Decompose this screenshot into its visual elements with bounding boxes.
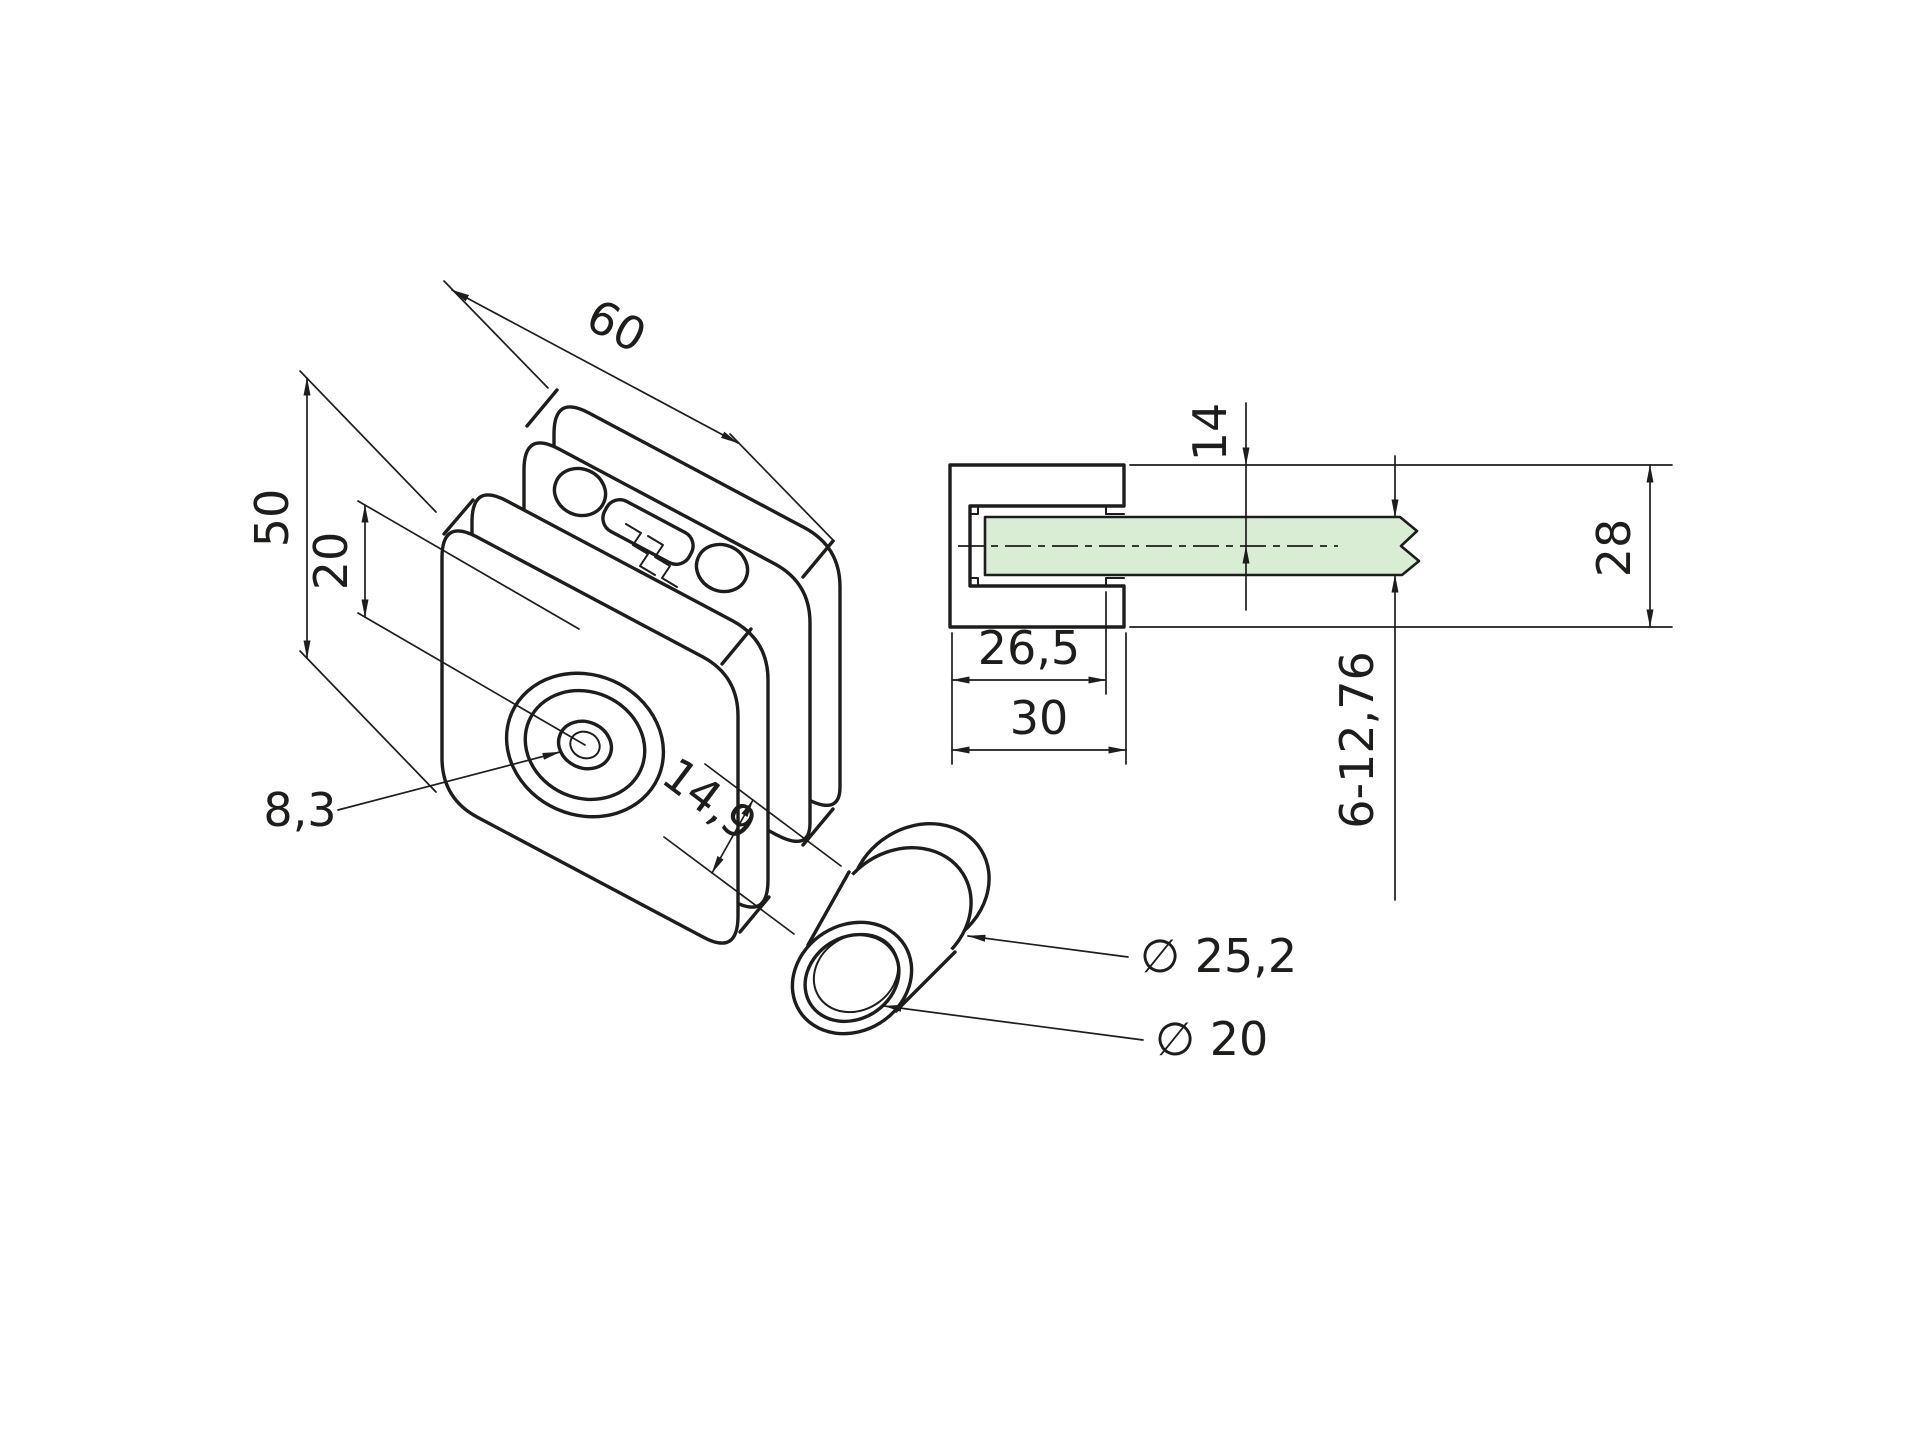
clamp-body-profile (948, 463, 1126, 629)
gasket-step (969, 505, 979, 515)
cylinder-silhouette (806, 870, 851, 947)
cylinder-silhouette (894, 950, 957, 1013)
mount-hole-lower (694, 542, 750, 594)
extension-line (729, 433, 835, 542)
extension-line (299, 650, 437, 793)
dim-height-label: 50 (245, 489, 299, 548)
leader-line-outer-diameter (967, 934, 1129, 958)
edge-line (525, 388, 559, 428)
edge-line (738, 895, 771, 934)
edge-line (442, 498, 475, 536)
bushing-detail-view (790, 822, 991, 1036)
leader-line-bore-diameter (883, 1004, 1144, 1041)
serration-teeth (625, 523, 656, 576)
edge-line (801, 807, 835, 847)
dimension-line-bushing-length (711, 799, 754, 874)
mount-slot (601, 498, 695, 566)
leader-line-hole-diameter (337, 751, 561, 811)
edge-line (801, 539, 835, 579)
dim-top-to-center-label: 14 (1183, 403, 1237, 462)
mount-hole-upper (552, 466, 608, 518)
gasket-step (969, 577, 979, 587)
extension-line (299, 370, 437, 513)
serration-teeth (647, 535, 678, 588)
gasket-step (1105, 577, 1125, 587)
extension-line (704, 763, 842, 867)
dim-hole-diameter-label: 8,3 (263, 783, 336, 837)
dim-slot-depth-label: 26,5 (978, 621, 1080, 675)
cover-cap-inner-ring (523, 688, 647, 802)
side-section-view (948, 463, 1421, 629)
isometric-view (440, 388, 842, 945)
extension-line (357, 500, 580, 630)
dim-width-label: 60 (578, 288, 655, 363)
gasket-step (1105, 505, 1125, 515)
dimension-line-width (451, 289, 739, 444)
extension-line (357, 612, 586, 746)
dim-glass-range-label: 6-12,76 (1330, 651, 1384, 829)
edge-line (720, 627, 753, 666)
dim-bore-diameter-label: ∅ 20 (1155, 1012, 1268, 1066)
extension-line (443, 280, 549, 389)
dim-outer-diameter-label: ∅ 25,2 (1140, 929, 1297, 983)
dim-hole-offset-label: 20 (304, 532, 358, 591)
center-hole-inner (569, 730, 601, 760)
dim-thickness-label: 28 (1587, 519, 1641, 578)
extension-line (663, 836, 795, 935)
side-view-dimensions: 14 28 26,5 30 6-12,76 (951, 402, 1673, 901)
bore-chamfer (812, 932, 900, 1014)
dim-body-depth-label: 30 (1010, 691, 1069, 745)
